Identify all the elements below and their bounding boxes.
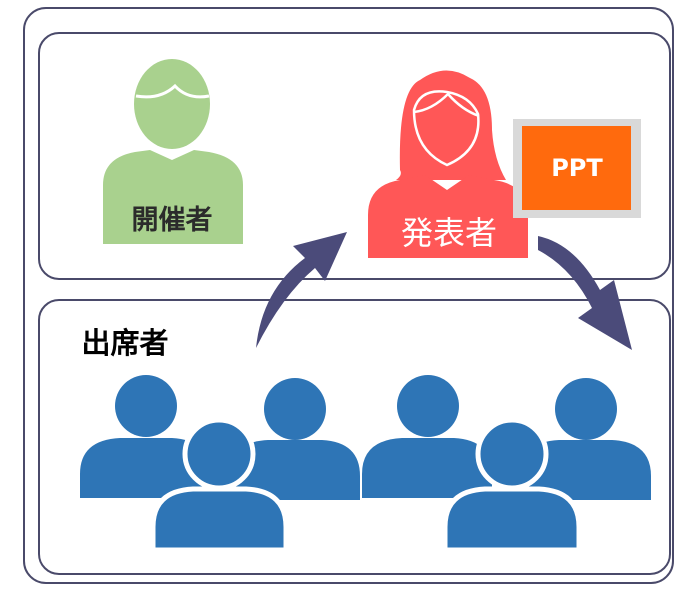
presenter-label: 発表者 — [401, 214, 497, 252]
attendee-body — [150, 486, 289, 553]
organizer-head — [134, 59, 210, 149]
attendee-body — [228, 440, 360, 500]
ppt-slide — [522, 126, 631, 210]
attendee-group-right — [362, 375, 651, 553]
presenter-icon — [368, 70, 528, 258]
attendee-head — [115, 375, 177, 437]
attendee-head — [475, 417, 549, 491]
presenter-body — [368, 175, 528, 258]
ppt-icon — [513, 119, 641, 218]
attendee-head — [182, 417, 256, 491]
attendee-body — [80, 438, 210, 498]
organizer-hair — [135, 83, 210, 99]
presenter-face — [412, 90, 480, 167]
organizer-icon — [103, 59, 243, 244]
arrow-to-attendees — [538, 236, 632, 350]
attendee-body — [519, 440, 651, 500]
attendee-head — [397, 375, 459, 437]
attendee-body — [442, 486, 582, 553]
organizer-body — [103, 150, 243, 244]
arrow-to-presenter — [256, 232, 347, 348]
attendee-head — [555, 378, 617, 440]
attendee-group-left — [80, 375, 360, 553]
attendee-body — [362, 438, 492, 498]
attendees-title: 出席者 — [81, 326, 168, 360]
attendee-head — [264, 378, 326, 440]
ppt-label: PPT — [551, 154, 603, 182]
organizer-label: 開催者 — [132, 205, 213, 236]
